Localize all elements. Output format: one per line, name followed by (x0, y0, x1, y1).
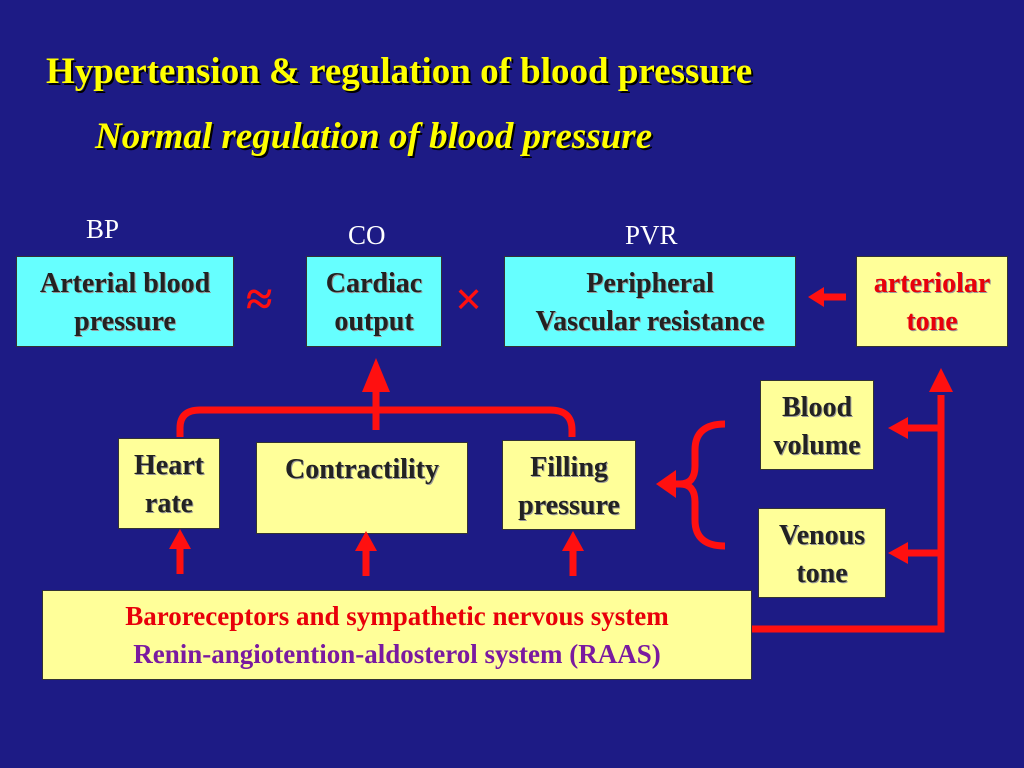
arrowhead-to-heart-rate (169, 529, 191, 549)
cardiac-output-line2: output (334, 306, 414, 337)
venous-tone-box: Venous tone (758, 508, 886, 598)
approximately-equal-sign: ≈ (246, 273, 273, 326)
multiplication-sign: × (455, 273, 483, 326)
arterial-blood-pressure-box: Arterial blood pressure (16, 256, 234, 347)
filling-pressure-line1: Filling (530, 452, 608, 483)
filling-pressure-box: Filling pressure (502, 440, 636, 530)
arterial-blood-pressure-line2: pressure (74, 306, 176, 337)
pvr-line2: Vascular resistance (535, 306, 765, 337)
arrowhead-to-arteriolar-tone (929, 368, 953, 392)
cardiac-output-line1: Cardiac (325, 268, 423, 299)
arrowhead-to-filling-pressure (656, 470, 676, 498)
arrowhead-to-filling-pressure-up (562, 531, 584, 551)
arteriolar-tone-line1: arteriolar (873, 268, 991, 299)
heart-rate-line2: rate (144, 488, 194, 519)
label-co: CO (348, 220, 386, 250)
venous-tone-line1: Venous (778, 520, 866, 551)
regulators-line2: Renin-angiotention-aldosterol system (RA… (133, 639, 661, 669)
blood-volume-box: Blood volume (760, 380, 874, 470)
blood-volume-line1: Blood (781, 392, 853, 423)
contractility-label: Contractility (285, 454, 439, 485)
arrowhead-to-pvr (808, 287, 824, 307)
venous-tone-line2: tone (796, 558, 848, 589)
arrowhead-to-cardiac-output (362, 358, 390, 392)
contractility-box: Contractility (256, 442, 468, 534)
arrowhead-to-contractility (355, 531, 377, 551)
arteriolar-tone-box: arteriolar tone (856, 256, 1008, 347)
peripheral-vascular-resistance-box: Peripheral Vascular resistance (504, 256, 796, 347)
arterial-blood-pressure-line1: Arterial blood (39, 268, 211, 299)
slide-title: Hypertension & regulation of blood press… (46, 51, 753, 92)
cardiac-output-box: Cardiac output (306, 256, 442, 347)
heart-rate-line1: Heart (134, 450, 204, 481)
label-bp: BP (86, 214, 120, 244)
regulators-box: Baroreceptors and sympathetic nervous sy… (42, 590, 752, 680)
pvr-line1: Peripheral (586, 268, 714, 299)
label-pvr: PVR (625, 220, 678, 250)
arteriolar-tone-line2: tone (906, 306, 958, 337)
arrowhead-to-blood-volume (888, 417, 908, 439)
filling-pressure-line2: pressure (518, 490, 620, 521)
blood-volume-line2: volume (773, 430, 861, 461)
slide-subtitle: Normal regulation of blood pressure (95, 116, 653, 157)
heart-rate-box: Heart rate (118, 438, 220, 529)
regulators-line1: Baroreceptors and sympathetic nervous sy… (125, 601, 669, 631)
arrowhead-to-venous-tone (888, 542, 908, 564)
right-feedback-line (752, 395, 945, 633)
